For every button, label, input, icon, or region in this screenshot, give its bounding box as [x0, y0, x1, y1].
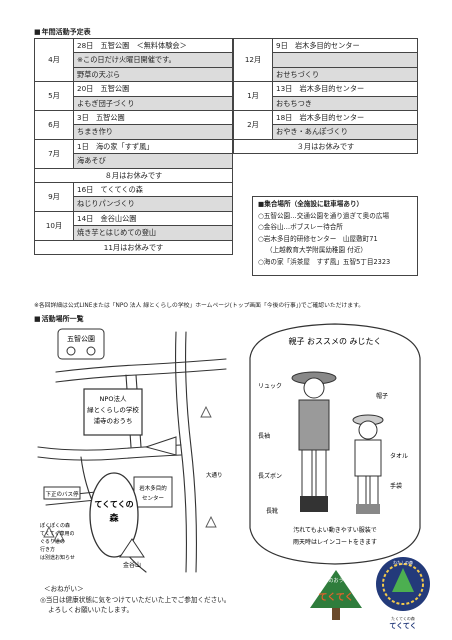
entry-cell: 1日 海の家「すず風」	[73, 138, 233, 155]
meeting-line: ○金谷山…ボブスレー待合所	[258, 223, 343, 232]
meeting-line: （上越教育大学附属幼稚園 付近）	[266, 246, 368, 255]
illustration-title: 親子 おススメの みじたく	[288, 336, 381, 346]
map-iwaki-line: センター	[142, 494, 164, 502]
entry-cell: 18日 岩木多目的センター	[272, 110, 418, 126]
meeting-line: ○海の家「浜茶屋 すず風」五智5丁目2323	[258, 257, 391, 266]
request-title: ＜おねがい＞	[44, 585, 84, 593]
illustration-label: 長ズボン	[258, 472, 282, 480]
month-cell: 10月	[34, 210, 74, 241]
map-mori-line: 森	[109, 512, 119, 524]
map-stop-label: 下正のバス停	[45, 490, 79, 498]
entry-cell: ちまき作り	[73, 124, 233, 140]
logo-left-text: 森のおうち	[323, 577, 348, 584]
schedule-heading: 年間活動予定表	[34, 27, 91, 37]
activity-map: 五智公園 NPO法人 緑とくらしの学校 浦寺のおうち 岩木多目的 センター てく…	[37, 328, 227, 573]
entry-cell: 16日 てくてくの森	[73, 182, 233, 198]
request-block: ＜おねがい＞ ◎当日は健康状態に気をつけていただいた上でご参加ください。 よろし…	[40, 584, 230, 616]
entry-cell: おもちつき	[272, 95, 418, 112]
month-cell: 6月	[34, 110, 74, 140]
map-park-label: 五智公園	[67, 334, 95, 343]
illustration-label: 長靴	[266, 507, 278, 515]
month-cell: 9月	[34, 182, 74, 212]
tekuteku-logo-right: わたしの森 たくてくの森 てくてく	[376, 557, 430, 630]
month-cell: 4月	[34, 37, 74, 83]
entry-cell: ねじりパンづくり	[73, 196, 233, 212]
illustration-label: リュック	[258, 383, 282, 390]
illustration-caption: 雨天時はレインコートをきます	[293, 538, 377, 546]
map-npo-line: 緑とくらしの学校	[87, 405, 139, 414]
meeting-line: ○五智公園…交通公園を通り過ぎて奥の広場	[258, 211, 390, 220]
footnote: ※各回詳細は公式LINEまたは「NPO 法人 緑とくらしの学校」ホームページ(ト…	[34, 303, 365, 309]
off-month-cell: 11月はお休みです	[34, 239, 233, 256]
entry-cell: 13日 岩木多目的センター	[272, 81, 418, 97]
meeting-place-box: ■集合場所（全施設に駐車場あり） ○五智公園…交通公園を通り過ぎて奥の広場 ○金…	[252, 196, 418, 276]
entry-cell: よもぎ団子づくり	[73, 95, 233, 112]
map-npo-line: 浦寺のおうち	[94, 416, 133, 425]
entry-cell: 20日 五智公園	[73, 81, 233, 97]
entry-cell: 3日 五智公園	[73, 110, 233, 126]
entry-cell: おやき・あんぽづくり	[272, 124, 418, 140]
entry-cell: ※この日だけ火曜日開催です。	[73, 52, 233, 68]
meeting-line: ○岩木多目的研修センター 山屋敷町71	[258, 234, 378, 243]
entry-cell: 野草の天ぷら	[73, 66, 233, 83]
month-cell: 5月	[34, 81, 74, 112]
off-month-cell: ８月はお休みです	[34, 167, 233, 184]
request-line: よろしくお願いいたします。	[48, 606, 134, 614]
entry-cell	[272, 52, 418, 68]
logo-left-text: てくてく	[318, 592, 353, 603]
map-note-line: ぽくぽくの森	[40, 522, 70, 529]
map-npo-line: NPO法人	[100, 394, 127, 403]
illustration-caption: 汚れてもよい動きやすい服装で	[293, 526, 377, 534]
map-iwaki-line: 岩木多目的	[139, 484, 167, 492]
off-month-cell: ３月はお休みです	[233, 138, 418, 155]
illustration-label: 帽子	[376, 392, 388, 400]
map-note-line: は別途お知らせ	[40, 554, 75, 561]
tekuteku-logo-left: 森のおうち てくてく	[310, 570, 362, 620]
month-cell: 7月	[34, 138, 74, 169]
map-note-line: てくてく専用の	[40, 530, 75, 537]
month-cell: 12月	[233, 37, 273, 83]
entry-cell: 28日 五智公園 ＜無料体験会＞	[73, 37, 233, 54]
map-note-line: ぐるり道の	[40, 538, 65, 545]
entry-cell: 焼き芋とはじめての登山	[73, 225, 233, 241]
map-route-label: 大通り	[206, 471, 223, 479]
month-cell: 1月	[233, 81, 273, 112]
places-heading: 活動場所一覧	[34, 314, 84, 324]
illustration-label: 長袖	[258, 432, 270, 440]
illustration-label: 手袋	[390, 482, 402, 490]
map-note-line: 行き方	[40, 546, 55, 553]
meeting-title: ■集合場所（全施設に駐車場あり）	[258, 200, 364, 208]
entry-cell: 9日 岩木多目的センター	[272, 37, 418, 54]
entry-cell: おせちづくり	[272, 66, 418, 83]
entry-cell: 海あそび	[73, 153, 233, 169]
entry-cell: 14日 金谷山公園	[73, 210, 233, 227]
month-cell: 2月	[233, 110, 273, 140]
logo-right-text: わたしの森	[393, 559, 413, 565]
request-line: ◎当日は健康状態に気をつけていただいた上でご参加ください。	[40, 595, 231, 604]
illustration-label: タオル	[390, 452, 408, 460]
map-kanaya-label: 金谷山	[123, 561, 141, 569]
logo-right-text: てくてく	[389, 622, 416, 630]
logo-right-text: たくてくの森	[391, 615, 415, 621]
clothing-illustration: 親子 おススメの みじたく 帽子 リュック 長袖 長ズボン 長靴 タオル 手袋 …	[249, 323, 421, 565]
map-mori-line: てくてくの	[94, 500, 133, 509]
